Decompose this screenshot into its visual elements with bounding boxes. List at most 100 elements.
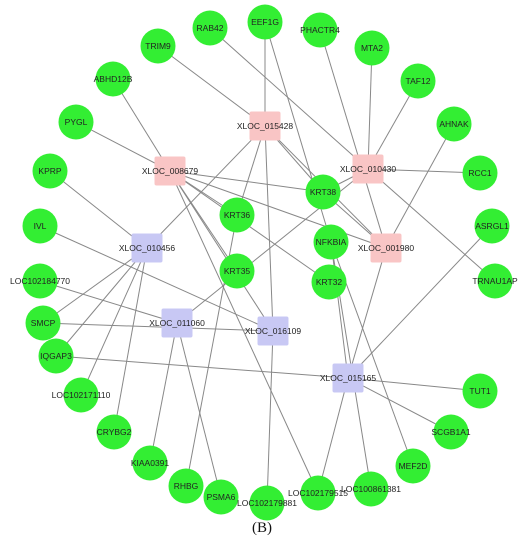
node-label: XLOC_010430 — [340, 164, 397, 174]
gene-node-shape — [249, 485, 285, 521]
edge-xloc_016109-smcp — [42, 322, 274, 332]
node-psma6[interactable]: PSMA6 — [203, 479, 239, 515]
node-rhbg[interactable]: RHBG — [168, 468, 204, 504]
node-label: AHNAK — [439, 119, 469, 129]
node-scgb1a1[interactable]: SCGB1A1 — [431, 414, 471, 450]
node-loc100861381[interactable]: LOC100861381 — [341, 471, 401, 507]
gene-node-shape — [219, 253, 255, 289]
node-kprp[interactable]: KPRP — [32, 153, 68, 189]
node-rcc1[interactable]: RCC1 — [462, 155, 498, 191]
node-loc102179515[interactable]: LOC102179515 — [288, 475, 348, 511]
node-label: IQGAP3 — [40, 351, 72, 361]
gene-node-shape — [22, 263, 58, 299]
node-label: XLOC_016109 — [245, 326, 302, 336]
node-krt36[interactable]: KRT36 — [219, 197, 255, 233]
node-label: LOC100861381 — [341, 484, 401, 494]
node-label: KIAA0391 — [131, 458, 170, 468]
node-label: XLOC_011060 — [149, 318, 205, 328]
gene-node-shape — [95, 61, 131, 97]
gene-node-shape — [58, 104, 94, 140]
node-nfkbia[interactable]: NFKBIA — [313, 224, 349, 260]
edge-xloc_015165-iqgap3 — [55, 355, 349, 379]
edge-xloc_010456-loc102171110 — [80, 247, 148, 396]
node-abhd12b[interactable]: ABHD12B — [94, 61, 133, 97]
red-hub-shape — [249, 111, 281, 141]
edge-xloc_015165-tut1 — [347, 377, 481, 392]
gene-node-shape — [354, 30, 390, 66]
edge-xloc_015165-loc102179515 — [317, 377, 349, 494]
node-xloc-015428[interactable]: XLOC_015428 — [237, 111, 294, 141]
node-label: KRT36 — [224, 210, 251, 220]
node-asrgl1[interactable]: ASRGL1 — [474, 208, 510, 244]
node-label: KRT35 — [224, 266, 251, 276]
edge-xloc_008679-pygl — [75, 121, 171, 172]
gene-node-shape — [462, 373, 498, 409]
edge-xloc_015428-xloc_010456 — [146, 125, 266, 249]
node-mta2[interactable]: MTA2 — [354, 30, 390, 66]
node-label: PHACTR4 — [300, 25, 340, 35]
node-label: IVL — [34, 221, 47, 231]
node-ahnak[interactable]: AHNAK — [436, 106, 472, 142]
node-label: SMCP — [31, 318, 56, 328]
gene-node-shape — [474, 208, 510, 244]
edge-xloc_008679-xloc_001980 — [169, 170, 387, 249]
node-label: KPRP — [38, 166, 61, 176]
node-krt35[interactable]: KRT35 — [219, 253, 255, 289]
gene-node-shape — [247, 4, 283, 40]
edge-xloc_010456-kprp — [49, 170, 148, 249]
gene-node-shape — [395, 448, 431, 484]
node-rab42[interactable]: RAB42 — [192, 10, 228, 46]
node-iqgap3[interactable]: IQGAP3 — [38, 338, 74, 374]
node-label: PYGL — [65, 117, 88, 127]
node-label: SCGB1A1 — [431, 427, 470, 437]
node-xloc-010456[interactable]: XLOC_010456 — [119, 233, 176, 263]
node-label: LOC102179881 — [237, 498, 297, 508]
blue-hub-shape — [161, 308, 193, 338]
red-hub-shape — [154, 156, 186, 186]
gene-node-shape — [25, 305, 61, 341]
node-kiaa0391[interactable]: KIAA0391 — [131, 445, 170, 481]
node-loc102179881[interactable]: LOC102179881 — [237, 485, 297, 521]
edge-xloc_016109-ivl — [39, 225, 274, 332]
node-crybg2[interactable]: CRYBG2 — [96, 414, 132, 450]
edge-xloc_010456-iqgap3 — [55, 247, 148, 357]
node-pygl[interactable]: PYGL — [58, 104, 94, 140]
node-trnau1ap[interactable]: TRNAU1AP — [472, 263, 518, 299]
red-hub-shape — [370, 233, 402, 263]
node-xloc-016109[interactable]: XLOC_016109 — [245, 316, 302, 346]
node-eef1g[interactable]: EEF1G — [247, 4, 283, 40]
node-label: TRNAU1AP — [472, 276, 518, 286]
node-taf12[interactable]: TAF12 — [400, 63, 436, 99]
edge-xloc_010430-rab42 — [209, 27, 369, 170]
gene-node-shape — [436, 106, 472, 142]
gene-node-shape — [305, 174, 341, 210]
node-label: ABHD12B — [94, 74, 133, 84]
node-tut1[interactable]: TUT1 — [462, 373, 498, 409]
gene-node-shape — [311, 264, 347, 300]
edge-xloc_011060-kiaa0391 — [149, 322, 178, 464]
node-mef2d[interactable]: MEF2D — [395, 448, 431, 484]
gene-node-shape — [477, 263, 513, 299]
node-loc102184770[interactable]: LOC102184770 — [10, 263, 70, 299]
gene-node-shape — [203, 479, 239, 515]
node-label: LOC102179515 — [288, 488, 348, 498]
node-xloc-011060[interactable]: XLOC_011060 — [149, 308, 205, 338]
node-label: LOC102184770 — [10, 276, 70, 286]
node-ivl[interactable]: IVL — [22, 208, 58, 244]
node-krt32[interactable]: KRT32 — [311, 264, 347, 300]
node-xloc-001980[interactable]: XLOC_001980 — [358, 233, 415, 263]
node-trim9[interactable]: TRIM9 — [140, 28, 176, 64]
node-smcp[interactable]: SMCP — [25, 305, 61, 341]
edge-xloc_010456-crybg2 — [113, 247, 148, 433]
node-krt38[interactable]: KRT38 — [305, 174, 341, 210]
node-xloc-008679[interactable]: XLOC_008679 — [142, 156, 199, 186]
gene-node-shape — [192, 10, 228, 46]
node-label: MTA2 — [361, 43, 383, 53]
edge-xloc_015428-trim9 — [157, 45, 266, 127]
node-loc102171110[interactable]: LOC102171110 — [52, 377, 111, 413]
node-xloc-015165[interactable]: XLOC_015165 — [320, 363, 377, 393]
node-xloc-010430[interactable]: XLOC_010430 — [340, 154, 397, 184]
edge-xloc_010430-mta2 — [367, 47, 373, 170]
node-phactr4[interactable]: PHACTR4 — [300, 12, 340, 48]
